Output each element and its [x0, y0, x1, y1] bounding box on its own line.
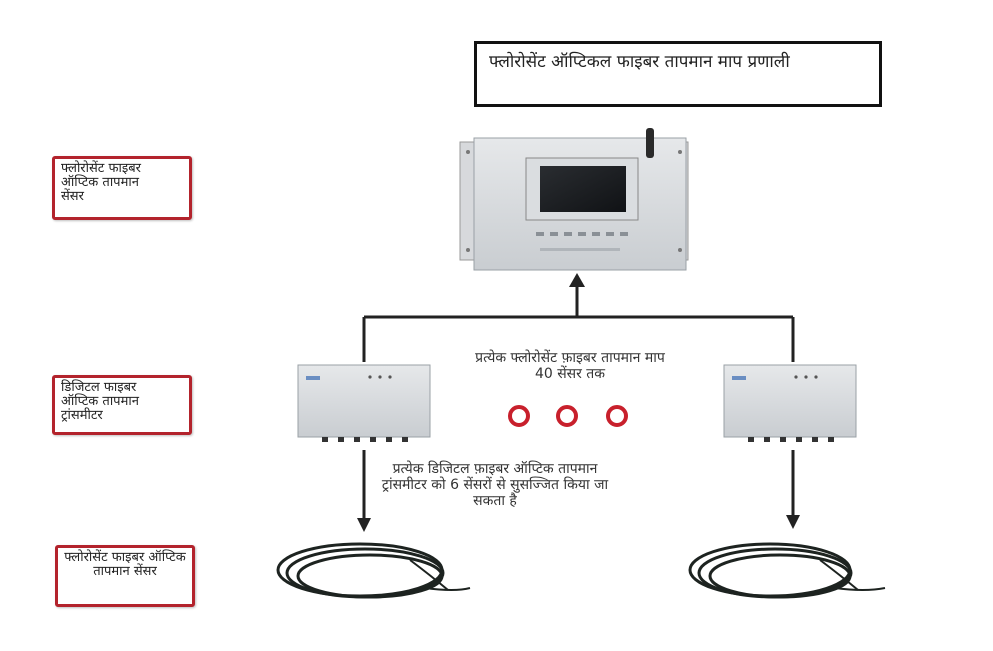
connector-lines	[362, 284, 795, 520]
note-per-system: प्रत्येक फ्लोरोसेंट फ़ाइबर तापमान माप 40…	[475, 350, 665, 382]
note-per-transmitter: प्रत्येक डिजिटल फ़ाइबर ऑप्टिक तापमान ट्र…	[381, 461, 609, 509]
system-title: फ्लोरोसेंट ऑप्टिकल फाइबर तापमान माप प्रण…	[474, 41, 882, 107]
label-sensor-top: फ्लोरोसेंट फाइबर ऑप्टिक तापमान सेंसर	[52, 156, 192, 220]
controller-device	[459, 128, 689, 271]
transmitter-right	[723, 364, 857, 442]
label-transmitter: डिजिटल फाइबर ऑप्टिक तापमान ट्रांसमीटर	[52, 375, 192, 435]
label-sensor-bottom: फ्लोरोसेंट फाइबर ऑप्टिक तापमान सेंसर	[55, 545, 195, 607]
ellipsis-rings	[508, 405, 628, 427]
arrow-down-right	[786, 515, 800, 529]
arrow-down-left	[357, 518, 371, 532]
label-sensor-top-text: फ्लोरोसेंट फाइबर ऑप्टिक तापमान सेंसर	[61, 161, 141, 204]
arrow-up-controller	[569, 273, 585, 287]
label-transmitter-text: डिजिटल फाइबर ऑप्टिक तापमान ट्रांसमीटर	[61, 380, 139, 423]
sensor-coil-left	[276, 542, 471, 599]
label-sensor-bottom-text: फ्लोरोसेंट फाइबर ऑप्टिक तापमान सेंसर	[64, 550, 186, 579]
transmitter-left	[297, 364, 431, 442]
sensor-coil-right	[688, 542, 886, 599]
